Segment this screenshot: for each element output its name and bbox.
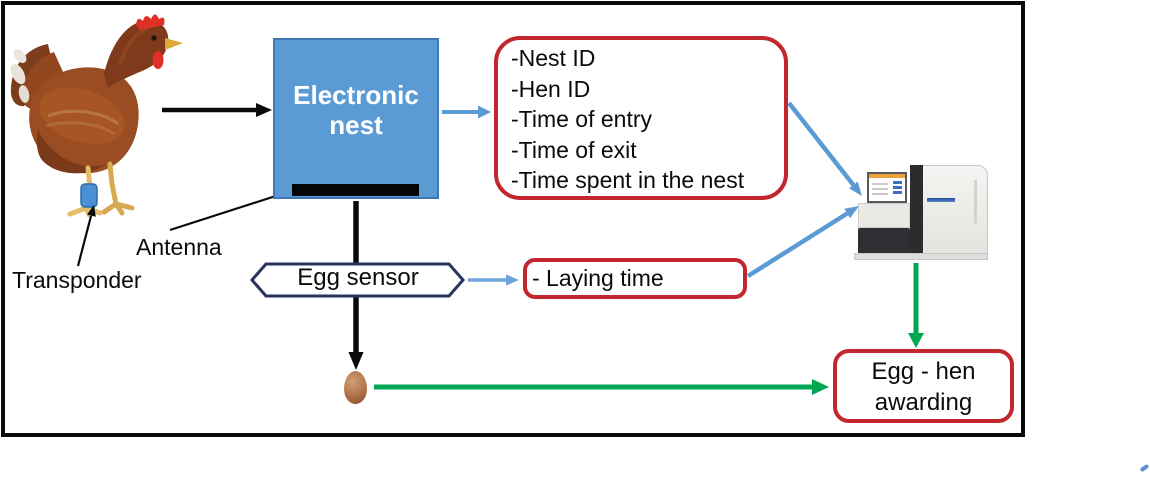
diagram-frame-border: [1, 1, 1025, 437]
awarding-label-line1: Egg - hen: [871, 358, 976, 385]
hen-comb: [136, 14, 165, 30]
egg-image: [344, 371, 367, 404]
nest-data-item: -Time of exit: [511, 136, 637, 163]
machine-screen-header: [869, 174, 905, 178]
electronic-nest-label: Electronic nest: [293, 79, 419, 140]
transponder-label: Transponder: [12, 267, 142, 293]
machine-screen-textline: [872, 188, 888, 190]
electronic-nest-box: Electronic nest: [273, 38, 439, 199]
edge-artifact-mark: [1139, 463, 1150, 473]
transponder-band: [80, 183, 98, 208]
hen-wattle: [152, 51, 164, 69]
egg-sensor-label: Egg sensor: [297, 264, 419, 291]
analyzer-machine-image: [853, 162, 991, 262]
machine-base: [854, 253, 988, 260]
machine-left-panel: [858, 203, 910, 228]
antenna-bar: [292, 184, 419, 196]
machine-door-seam: [974, 180, 977, 224]
machine-screen-button: [893, 181, 902, 184]
nest-data-item: -Time of entry: [511, 106, 653, 132]
machine-screen-button: [893, 186, 902, 189]
awarding-label-line2: awarding: [874, 389, 973, 416]
machine-dark-column: [910, 165, 923, 254]
machine-screen-button: [893, 191, 902, 194]
machine-screen-textline: [872, 183, 888, 185]
hen-leg-far: [101, 161, 135, 216]
nest-data-item: -Hen ID: [511, 75, 591, 102]
machine-drawer: [858, 228, 910, 254]
nest-data-item: -Nest ID: [511, 45, 596, 71]
laying-time-box: - Laying time: [523, 258, 747, 299]
laying-time-label: - Laying time: [532, 265, 664, 291]
nest-data-box: -Nest ID -Hen ID -Time of entry -Time of…: [494, 36, 788, 200]
machine-screen-textline: [872, 193, 888, 195]
hen-image: [10, 14, 183, 217]
hen-eye: [151, 35, 157, 41]
hen-beak: [165, 38, 183, 50]
nest-data-item: -Time spent in the nest: [511, 167, 745, 193]
machine-screen: [867, 172, 907, 203]
antenna-label: Antenna: [136, 234, 222, 260]
machine-flowcell-slot: [927, 198, 955, 202]
egg-hen-awarding-box: Egg - hen awarding: [833, 349, 1014, 423]
